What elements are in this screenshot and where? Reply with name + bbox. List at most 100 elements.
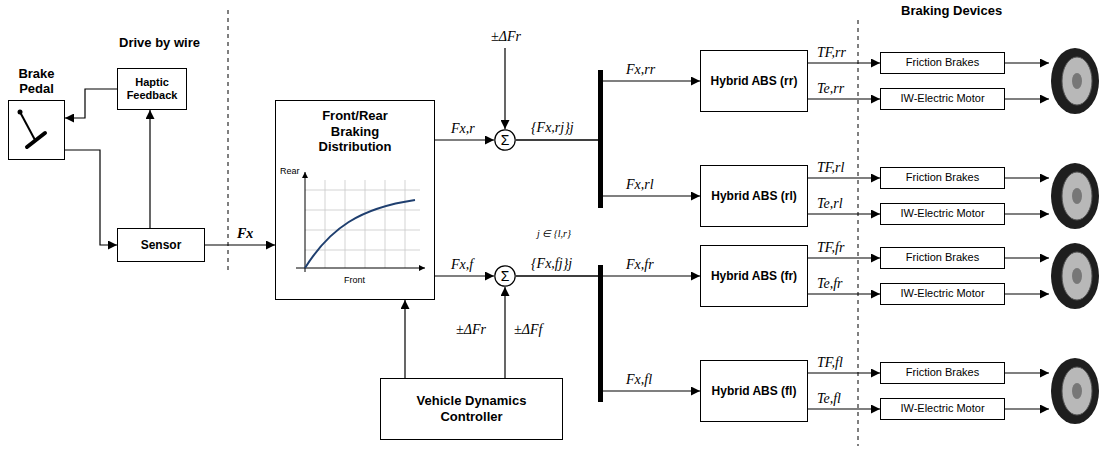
node-text: IW-Electric Motor — [900, 92, 984, 105]
signal-label: Fx,rr — [625, 62, 656, 77]
signal-connector — [516, 140, 700, 196]
node-text: Friction Brakes — [906, 251, 979, 264]
signal-connector — [808, 293, 880, 294]
free-label: {Fx,fj}j — [530, 256, 573, 271]
signal-label: TF,fl — [816, 355, 844, 370]
node-text: Σ — [501, 268, 510, 285]
node-text: Haptic Feedback — [123, 76, 181, 102]
pedal-pad — [27, 133, 45, 147]
separator-line — [228, 10, 229, 270]
separator-line — [858, 20, 859, 446]
node-text: Hybrid ABS (fl) — [712, 384, 797, 398]
node-text: Friction Brakes — [906, 366, 979, 379]
abs-box: Hybrid ABS (rr) — [700, 50, 808, 112]
device-box: IW-Electric Motor — [880, 203, 1005, 225]
distribution-chart — [296, 172, 425, 272]
signal-connector — [808, 408, 880, 409]
device-box: IW-Electric Motor — [880, 398, 1005, 420]
sum-junction: Σ — [494, 129, 516, 151]
signal-connector — [149, 110, 150, 228]
sum-junction: Σ — [494, 265, 516, 287]
device-box: Friction Brakes — [880, 362, 1005, 384]
node-text: IW-Electric Motor — [900, 287, 984, 300]
signal-connector — [65, 89, 117, 118]
signal-connector — [205, 244, 275, 245]
controller-box: Vehicle Dynamics Controller — [380, 378, 563, 440]
free-label: j ∈ {l,r} — [536, 228, 572, 239]
signal-label: TF,fr — [816, 240, 845, 255]
node-text: Sensor — [141, 238, 182, 252]
free-label: {Fx,rj}j — [530, 120, 575, 135]
signal-connector — [435, 139, 494, 140]
signal-label: Fx,f — [450, 257, 474, 272]
node-heading: Brake Pedal — [3, 67, 70, 97]
device-box: IW-Electric Motor — [880, 283, 1005, 305]
free-label: ±ΔFr — [490, 29, 522, 44]
abs-box: Hybrid ABS (fr) — [700, 245, 808, 307]
signal-label: TF,rl — [816, 160, 845, 175]
tyre — [1005, 163, 1099, 229]
device-box: Friction Brakes — [880, 247, 1005, 269]
tyre-group — [1005, 48, 1099, 424]
free-label: Drive by wire — [118, 36, 201, 50]
node-text: IW-Electric Motor — [900, 402, 984, 415]
tyre — [1005, 243, 1099, 309]
signal-label: Te,fl — [816, 391, 842, 406]
pedal-icon — [18, 110, 46, 148]
signal-label: Fx,fr — [625, 257, 655, 272]
process-box: Haptic Feedback — [117, 68, 187, 110]
signal-connector — [516, 81, 700, 140]
signal-label: Te,rl — [816, 196, 844, 211]
signal-connector — [808, 177, 880, 178]
chart-axis — [296, 268, 425, 269]
signal-connector — [808, 98, 880, 99]
node-text: Hybrid ABS (rr) — [711, 74, 798, 88]
free-label: Rear — [279, 167, 301, 177]
signal-connector — [516, 276, 700, 391]
free-label: Front — [343, 276, 366, 286]
signal-label: Fx — [236, 226, 254, 241]
signal-connector — [808, 372, 880, 373]
signal-label: TF,rr — [816, 45, 847, 60]
signal-connector — [404, 300, 405, 378]
signal-label: Fx,rl — [625, 177, 655, 192]
signal-connector — [435, 275, 494, 276]
free-label: Braking Devices — [900, 4, 1003, 18]
signal-connector — [65, 150, 117, 245]
signal-label: Te,fr — [816, 276, 844, 291]
abs-box: Hybrid ABS (fl) — [700, 360, 808, 422]
abs-box: Hybrid ABS (rl) — [700, 165, 808, 227]
node-text: Front/Rear Braking Distribution — [300, 108, 410, 155]
distribution-box: Front/Rear Braking Distribution — [275, 100, 435, 300]
signal-label: Fx,fl — [625, 372, 653, 387]
process-box: Sensor — [117, 228, 205, 262]
node-text: Hybrid ABS (rl) — [711, 189, 797, 203]
bus-bar — [598, 70, 603, 208]
pedal-pivot — [18, 110, 23, 115]
distribution-curve — [305, 200, 415, 268]
signal-label: Fx,r — [450, 121, 476, 136]
tyre — [1005, 358, 1099, 424]
node-text: Friction Brakes — [906, 56, 979, 69]
sum-circle-outline — [495, 130, 515, 150]
chart-axis — [305, 172, 306, 272]
device-box: Friction Brakes — [880, 167, 1005, 189]
signal-connector — [808, 213, 880, 214]
device-box: IW-Electric Motor — [880, 88, 1005, 110]
node-text: Friction Brakes — [906, 171, 979, 184]
node-text: Hybrid ABS (fr) — [711, 269, 797, 283]
signal-connector — [504, 287, 505, 378]
signal-connector — [808, 62, 880, 63]
pedal-box: Brake Pedal — [8, 100, 65, 160]
free-label: ±ΔFr — [455, 322, 487, 337]
node-text: IW-Electric Motor — [900, 207, 984, 220]
node-text: Σ — [501, 132, 510, 149]
bus-bar — [598, 265, 603, 402]
device-box: Friction Brakes — [880, 52, 1005, 74]
signal-label: Te,rr — [816, 81, 845, 96]
chart-grid — [305, 180, 420, 268]
signal-label: ±ΔFf — [513, 322, 543, 337]
signal-arrow — [504, 48, 505, 129]
pedal-arm — [20, 112, 35, 140]
